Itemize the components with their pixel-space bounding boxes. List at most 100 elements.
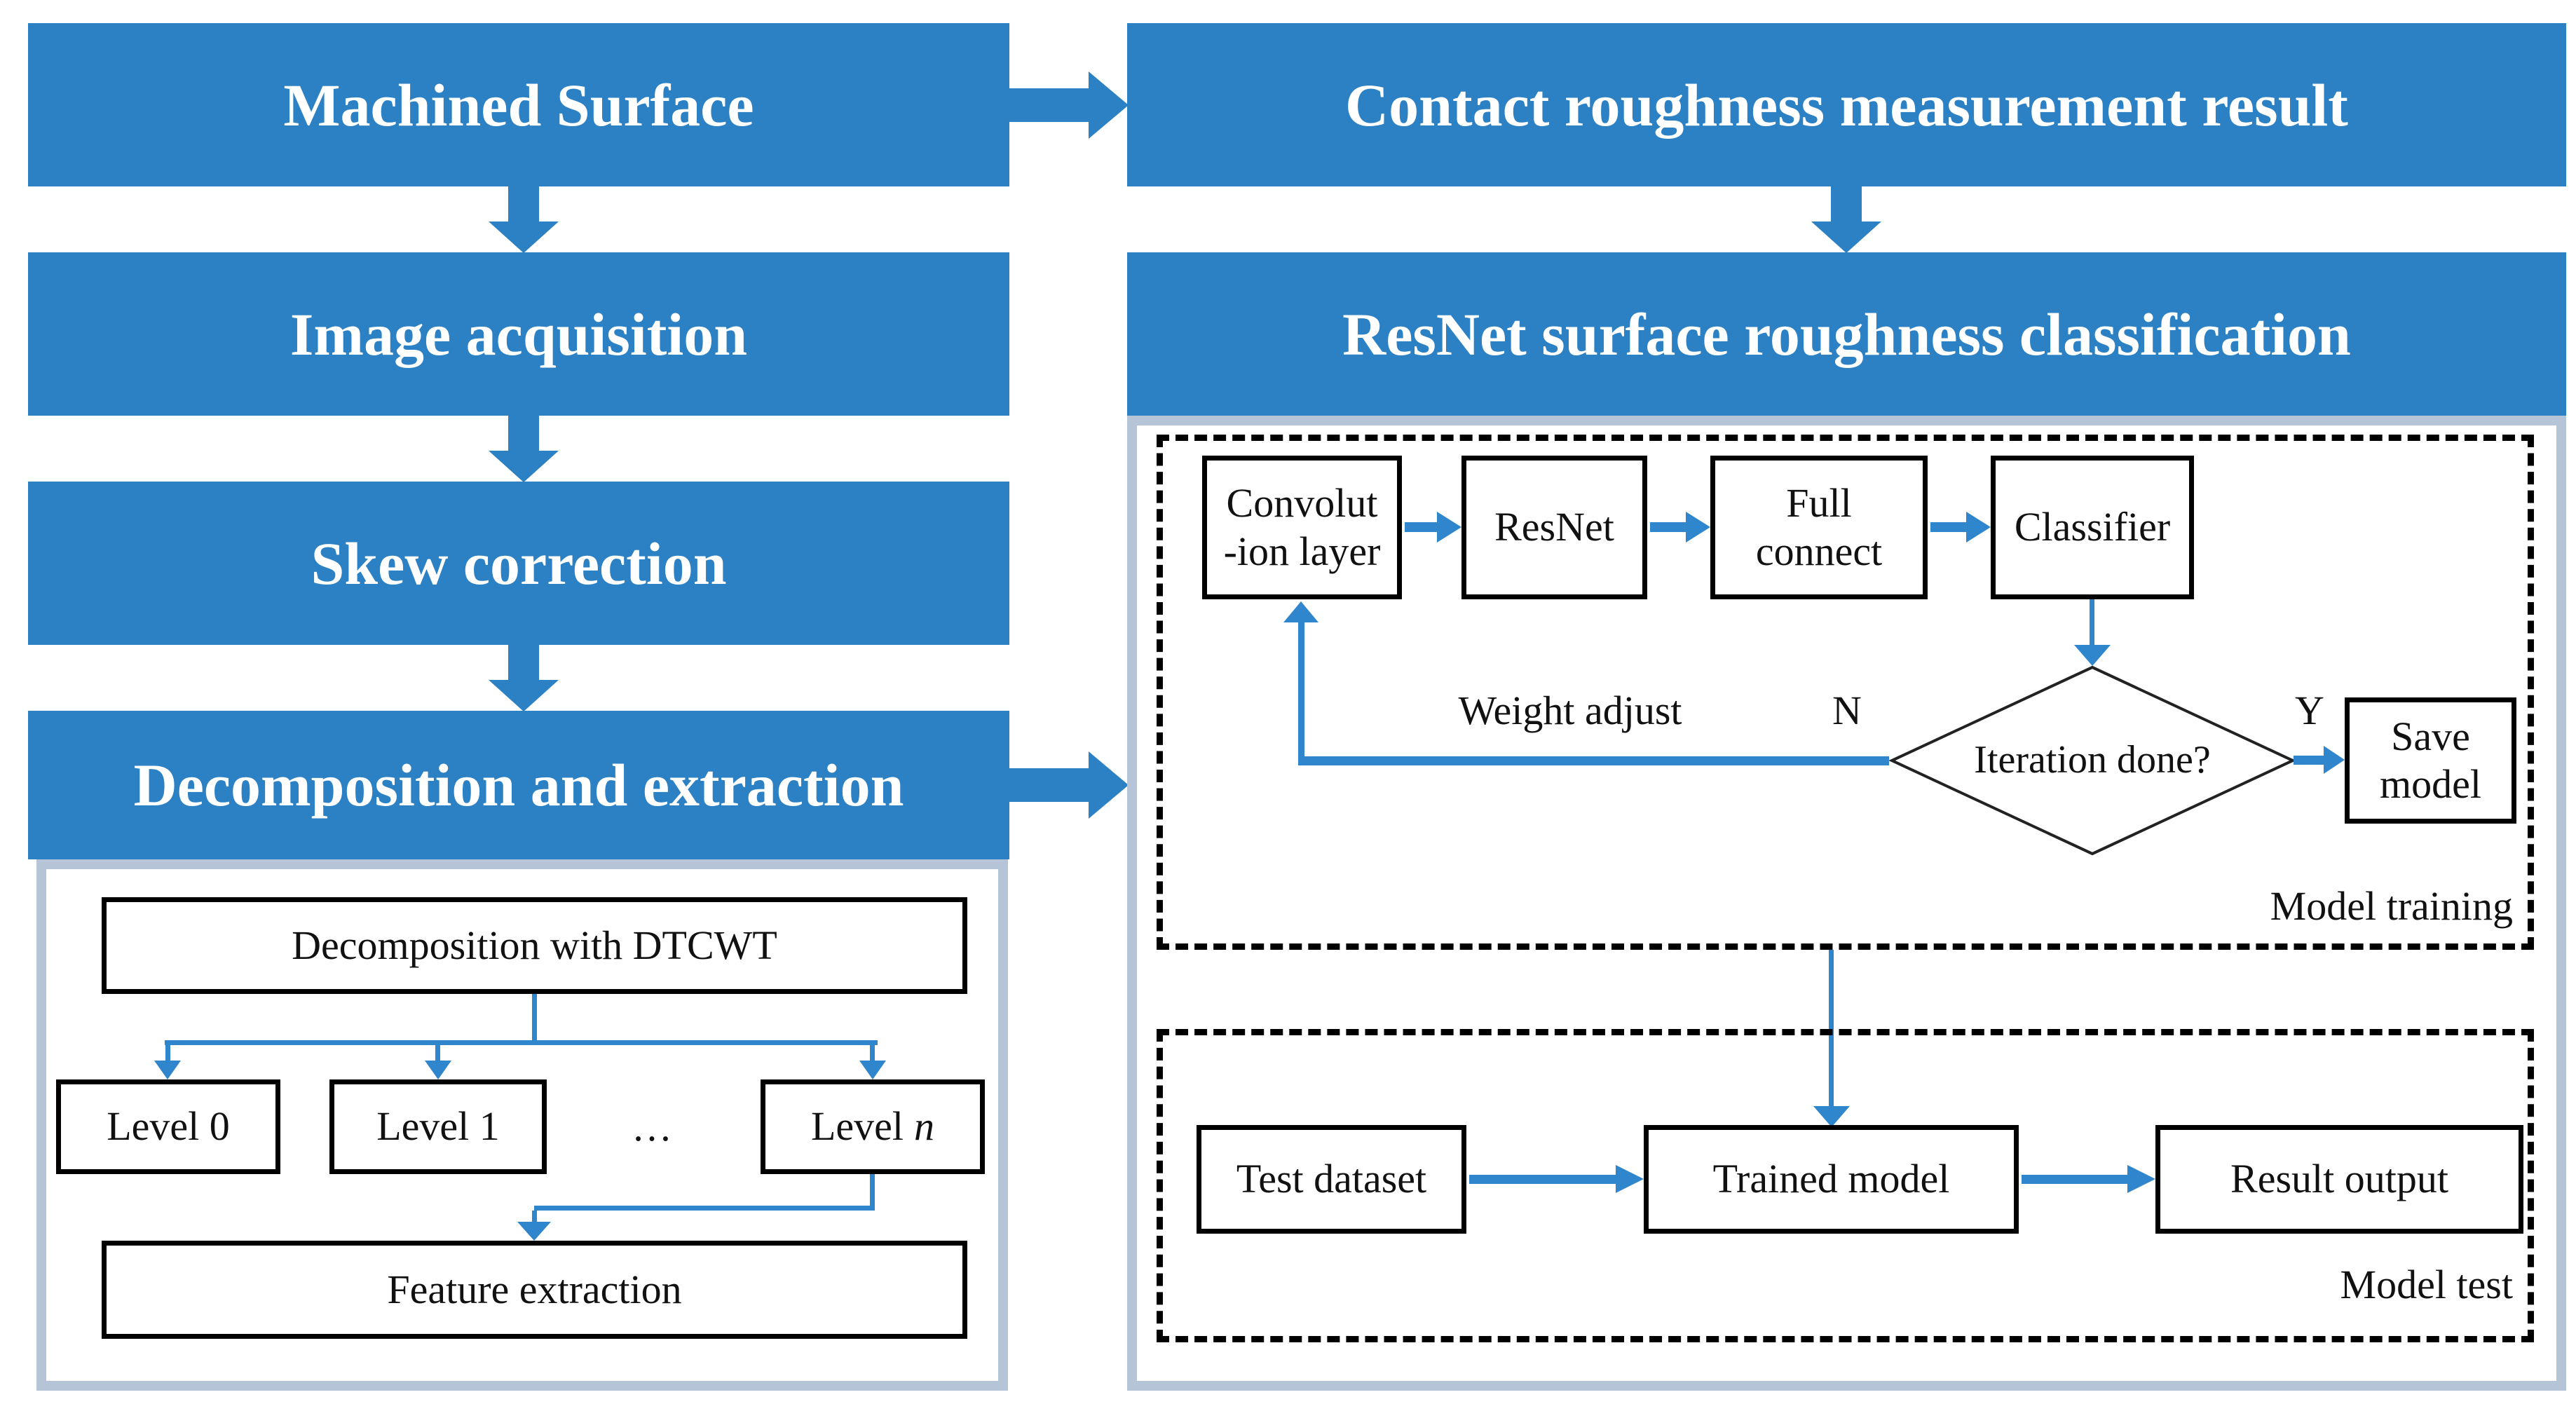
node-iteration-done: Iteration done?: [1910, 738, 2275, 783]
levels-ellipsis-label: …: [632, 1103, 672, 1150]
arrowhead-level0: [154, 1061, 181, 1079]
node-feature-extraction: Feature extraction: [102, 1241, 967, 1339]
arrow-machined-to-contact-shaft: [1009, 88, 1089, 122]
weight-adjust-text: Weight adjust: [1458, 688, 1682, 734]
arrow-contact-to-resnet-head: [1811, 221, 1881, 253]
arrow-acquisition-to-skew-head: [489, 451, 559, 482]
node-convolution-layer: Convolut -ion layer: [1202, 456, 1402, 599]
decision-yes-text: Y: [2295, 688, 2324, 734]
model-training-box: [1157, 435, 2534, 950]
arrow-test-to-trained-head: [1616, 1165, 1644, 1193]
connector-drop-leveln: [870, 1045, 875, 1063]
node-test-dataset-label: Test dataset: [1236, 1156, 1427, 1202]
arrow-trained-to-result-head: [2127, 1165, 2155, 1193]
node-level-0-label: Level 0: [107, 1103, 230, 1150]
arrow-resnet-to-full-shaft: [1650, 522, 1686, 532]
node-level-0: Level 0: [56, 1079, 280, 1174]
node-skew-correction: Skew correction: [28, 482, 1009, 645]
node-resnet-classification: ResNet surface roughness classification: [1127, 252, 2566, 416]
arrow-conv-to-resnet-shaft: [1405, 522, 1437, 532]
node-skew-correction-label: Skew correction: [311, 529, 727, 597]
convolution-layer-line1: Convolut: [1226, 480, 1378, 526]
convolution-layer-line2: -ion layer: [1223, 528, 1381, 574]
node-level-1: Level 1: [329, 1079, 547, 1174]
node-image-acquisition-label: Image acquisition: [289, 300, 748, 368]
node-image-acquisition: Image acquisition: [28, 252, 1009, 416]
node-dtcwt-label: Decomposition with DTCWT: [292, 922, 777, 968]
connector-training-to-test: [1829, 950, 1834, 1106]
save-model-line1: Save: [2391, 713, 2470, 759]
model-test-text: Model test: [2340, 1262, 2513, 1308]
iteration-diamond-shape: [1888, 665, 2296, 856]
node-classifier-label: Classifier: [2014, 504, 2171, 550]
node-machined-surface: Machined Surface: [28, 23, 1009, 186]
arrow-trained-to-result-shaft: [2022, 1175, 2127, 1184]
connector-classifier-to-decision: [2090, 599, 2094, 645]
arrowhead-feature-extraction: [517, 1222, 551, 1241]
level-n-variable: n: [914, 1103, 935, 1150]
node-resnet: ResNet: [1461, 456, 1647, 599]
decision-yes-label: Y: [2271, 688, 2348, 733]
arrow-skew-to-decomposition-head: [489, 680, 559, 711]
node-contact-roughness: Contact roughness measurement result: [1127, 23, 2566, 186]
connector-branch-horizontal: [165, 1040, 878, 1045]
node-save-model: Save model: [2345, 697, 2516, 824]
decision-no-text: N: [1832, 688, 1862, 734]
arrow-machined-to-contact-head: [1089, 71, 1129, 139]
arrow-skew-to-decomposition-shaft: [508, 645, 539, 680]
model-test-box: [1157, 1029, 2534, 1342]
connector-dtcwt-stem: [532, 994, 537, 1043]
arrow-machined-to-acquisition-shaft: [508, 186, 539, 221]
node-trained-model-label: Trained model: [1712, 1156, 1950, 1202]
node-contact-roughness-label: Contact roughness measurement result: [1345, 71, 2348, 139]
arrow-full-to-classifier-head: [1966, 512, 1991, 543]
node-resnet-label: ResNet: [1494, 504, 1614, 550]
arrow-decision-to-save-shaft: [2294, 756, 2324, 765]
connector-weight-adjust-vertical: [1298, 622, 1304, 756]
arrowhead-level1: [425, 1061, 451, 1079]
arrow-test-to-trained-shaft: [1469, 1175, 1616, 1184]
weight-adjust-label: Weight adjust: [1374, 688, 1766, 733]
node-classifier: Classifier: [1991, 456, 2194, 599]
arrow-machined-to-acquisition-head: [489, 221, 559, 253]
arrowhead-trained-model: [1813, 1106, 1850, 1127]
node-resnet-classification-label: ResNet surface roughness classification: [1342, 300, 2351, 368]
node-trained-model: Trained model: [1644, 1125, 2019, 1234]
decision-no-label: N: [1808, 688, 1886, 733]
arrow-contact-to-resnet-shaft: [1831, 186, 1862, 221]
arrow-full-to-classifier-shaft: [1930, 522, 1966, 532]
arrowhead-weight-adjust: [1283, 601, 1318, 622]
arrow-decomposition-to-resnet-shaft: [1009, 768, 1089, 802]
arrow-decision-to-save-head: [2324, 746, 2345, 774]
arrowhead-decision: [2074, 645, 2111, 666]
full-connect-line2: connect: [1755, 528, 1883, 574]
model-training-text: Model training: [2270, 883, 2513, 929]
node-iteration-done-label: Iteration done?: [1974, 738, 2211, 782]
arrowhead-leveln: [859, 1061, 886, 1079]
full-connect-line1: Full: [1786, 480, 1852, 526]
node-test-dataset: Test dataset: [1197, 1125, 1466, 1234]
node-result-output: Result output: [2155, 1125, 2523, 1234]
connector-drop-level0: [165, 1045, 170, 1063]
connector-merge-down: [532, 1211, 537, 1222]
node-machined-surface-label: Machined Surface: [283, 71, 754, 139]
arrow-acquisition-to-skew-shaft: [508, 416, 539, 451]
connector-leveln-down: [870, 1174, 875, 1211]
node-decomposition-extraction: Decomposition and extraction: [28, 711, 1009, 859]
node-result-output-label: Result output: [2230, 1156, 2448, 1202]
connector-merge-horizontal: [534, 1206, 875, 1211]
levels-ellipsis: …: [592, 1079, 711, 1174]
model-training-label: Model training: [2148, 882, 2513, 931]
node-full-connect: Full connect: [1710, 456, 1928, 599]
node-decomposition-extraction-label: Decomposition and extraction: [133, 751, 904, 819]
level-n-prefix: Level: [810, 1103, 904, 1150]
arrow-resnet-to-full-head: [1686, 512, 1710, 543]
arrow-conv-to-resnet-head: [1437, 512, 1461, 543]
model-test-label: Model test: [2148, 1260, 2513, 1309]
connector-drop-level1: [435, 1045, 440, 1063]
connector-weight-adjust-horizontal: [1298, 756, 1889, 765]
node-level-1-label: Level 1: [376, 1103, 500, 1150]
